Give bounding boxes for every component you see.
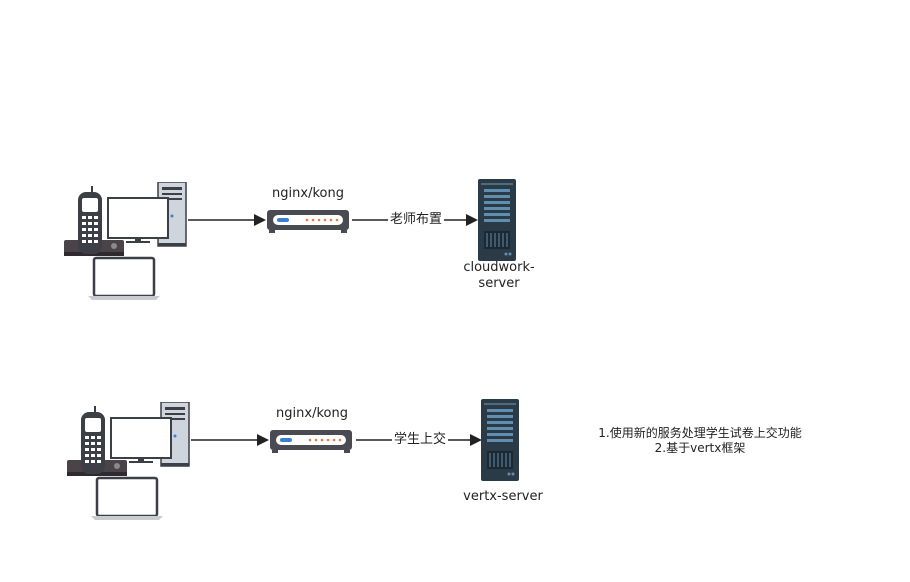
note-line-2: 2.基于vertx框架: [654, 441, 746, 455]
client-devices-icon: [67, 402, 190, 520]
server-label-line: server: [478, 276, 520, 291]
server-rack-icon: [478, 179, 516, 261]
edge-label: 老师布置: [388, 212, 445, 228]
arrow-icon: [191, 434, 269, 446]
server-rack-icon: [481, 399, 519, 481]
router-icon: [267, 210, 349, 233]
router-icon: [270, 430, 352, 453]
edge-label: 学生上交: [392, 432, 449, 448]
arrow-icon: [188, 214, 266, 226]
note-text: 1.使用新的服务处理学生试卷上交功能 2.基于vertx框架: [560, 426, 840, 456]
note-line-1: 1.使用新的服务处理学生试卷上交功能: [598, 426, 802, 440]
proxy-label: nginx/kong: [276, 406, 348, 421]
server-label: cloudwork- server: [446, 260, 552, 292]
server-label-line: cloudwork-: [463, 260, 535, 275]
client-devices-icon: [64, 182, 187, 300]
proxy-label: nginx/kong: [272, 186, 344, 201]
server-label-line: vertx-server: [463, 489, 543, 504]
server-label: vertx-server: [446, 489, 560, 505]
